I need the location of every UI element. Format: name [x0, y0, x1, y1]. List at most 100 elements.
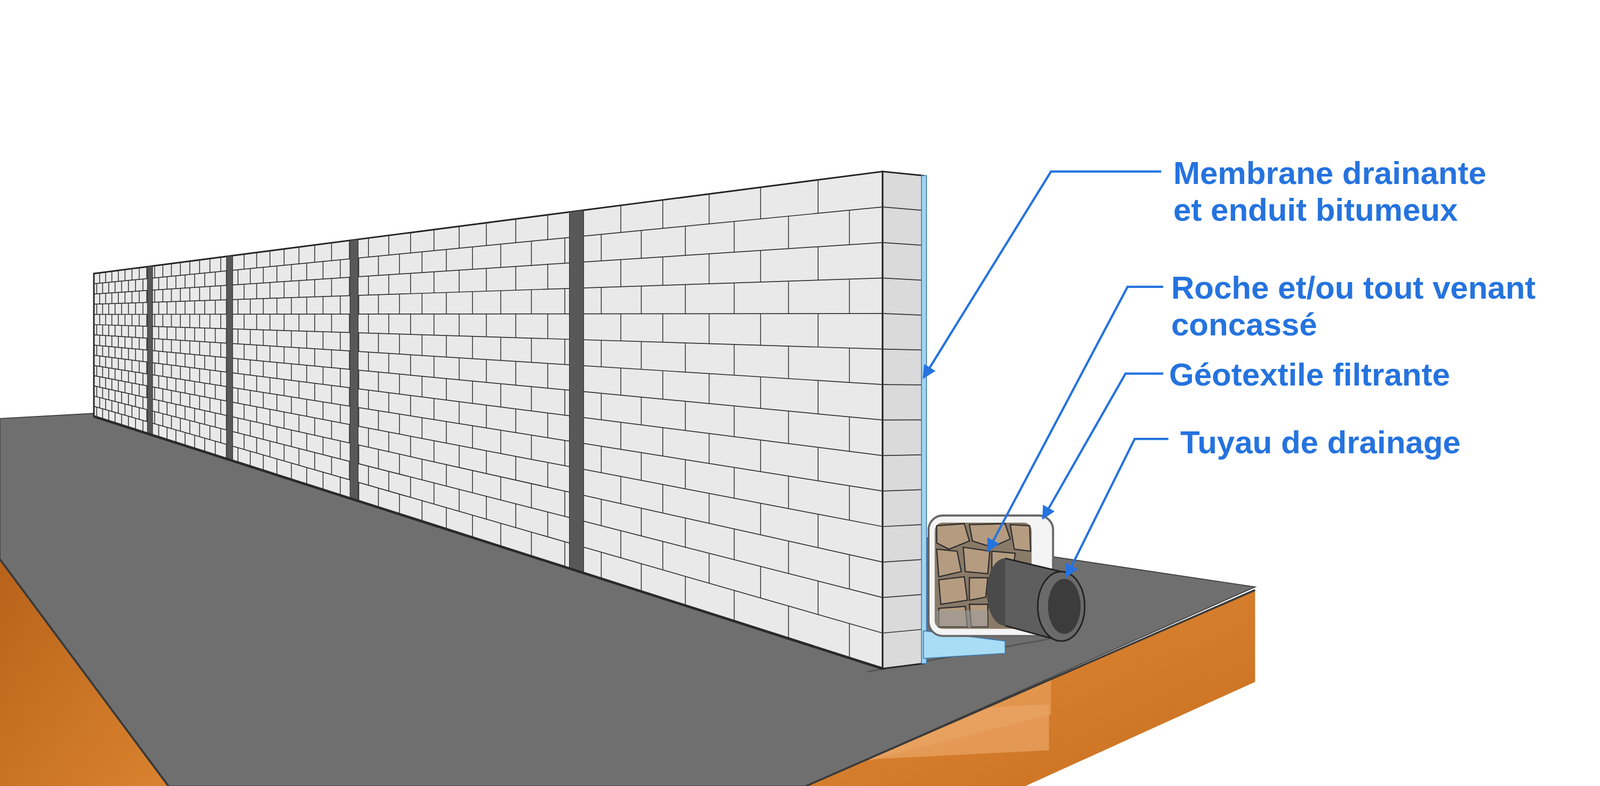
- block-joint: [194, 381, 196, 395]
- block-joint: [620, 476, 622, 504]
- block-joint: [220, 428, 222, 444]
- block-joint: [339, 441, 341, 460]
- block-joint: [269, 441, 271, 458]
- block-joint: [849, 554, 851, 590]
- block-joint: [378, 333, 380, 353]
- course-line: [93, 324, 883, 350]
- block-joint: [788, 476, 790, 509]
- block-joint: [472, 381, 474, 404]
- block-joint: [531, 241, 533, 266]
- block-joint: [298, 448, 300, 466]
- block-joint: [262, 361, 264, 377]
- block-joint: [111, 292, 113, 304]
- course-line: [93, 365, 883, 492]
- block-joint: [684, 342, 686, 373]
- block-joint: [472, 515, 474, 538]
- block-joint: [445, 421, 447, 444]
- block-joint: [162, 364, 164, 377]
- block-joint: [154, 265, 156, 278]
- block-joint: [256, 376, 258, 392]
- block-joint: [96, 386, 98, 397]
- block-joint: [306, 433, 308, 451]
- block-joint: [214, 356, 216, 371]
- block-joint: [331, 457, 333, 475]
- block-joint: [262, 424, 264, 440]
- block-joint: [209, 342, 211, 357]
- block-joint: [458, 314, 460, 336]
- block-joint: [166, 427, 168, 440]
- block-joint: [849, 210, 851, 245]
- block-joint: [368, 466, 370, 486]
- block-joint: [269, 282, 271, 299]
- block-joint: [331, 385, 333, 404]
- block-joint: [378, 449, 380, 469]
- block-joint: [547, 512, 549, 537]
- block-joint: [641, 285, 643, 314]
- block-joint: [500, 337, 502, 361]
- block-joint: [237, 418, 239, 434]
- block-joint: [620, 205, 622, 233]
- block-joint: [121, 392, 123, 404]
- block-joint: [128, 348, 130, 360]
- block-joint: [134, 418, 136, 430]
- block-joint: [276, 330, 278, 347]
- block-joint: [708, 373, 710, 404]
- block-joint: [458, 357, 460, 380]
- block-joint: [117, 358, 119, 370]
- block-joint: [171, 390, 173, 404]
- block-joint: [237, 358, 239, 374]
- block-joint: [445, 378, 447, 400]
- block-joint: [601, 234, 603, 262]
- block-joint: [733, 529, 735, 560]
- block-joint: [472, 336, 474, 359]
- block-joint: [102, 387, 104, 399]
- block-joint: [166, 326, 168, 340]
- block-joint: [256, 345, 258, 361]
- block-joint: [531, 338, 533, 363]
- block-joint: [179, 392, 181, 406]
- block-joint: [194, 354, 196, 368]
- block-joint: [131, 405, 133, 418]
- block-joint: [760, 187, 762, 219]
- block-joint: [564, 491, 566, 517]
- block-joint: [204, 328, 206, 342]
- block-joint: [331, 349, 333, 368]
- block-joint: [760, 250, 762, 283]
- block-joint: [641, 341, 643, 370]
- block-joint: [445, 507, 447, 530]
- block-joint: [214, 412, 216, 427]
- block-joint: [204, 410, 206, 425]
- block-joint: [291, 396, 293, 414]
- course-line: [93, 206, 883, 284]
- block-joint: [398, 333, 400, 355]
- block-joint: [433, 398, 435, 420]
- block-joint: [322, 402, 324, 420]
- course-line: [93, 375, 883, 527]
- block-joint: [485, 268, 487, 292]
- block-joint: [189, 288, 191, 302]
- block-joint: [250, 329, 252, 346]
- block-joint: [131, 382, 133, 395]
- block-joint: [378, 488, 380, 508]
- block-joint: [684, 517, 686, 548]
- block-joint: [171, 263, 173, 277]
- block-joint: [445, 292, 447, 315]
- block-joint: [179, 314, 181, 327]
- block-joint: [175, 275, 177, 289]
- block-joint: [388, 432, 390, 452]
- block-joint: [262, 298, 264, 315]
- block-joint: [398, 253, 400, 275]
- block-joint: [421, 293, 423, 315]
- block-joint: [114, 412, 116, 423]
- block-joint: [162, 388, 164, 402]
- block-joint: [117, 402, 119, 414]
- block-joint: [114, 281, 116, 293]
- block-joint: [733, 590, 735, 622]
- block-joint: [684, 284, 686, 315]
- course-line: [882, 524, 924, 527]
- block-joint: [134, 372, 136, 384]
- block-joint: [445, 335, 447, 357]
- block-joint: [121, 370, 123, 382]
- block-joint: [250, 390, 252, 406]
- block-joint: [243, 254, 245, 270]
